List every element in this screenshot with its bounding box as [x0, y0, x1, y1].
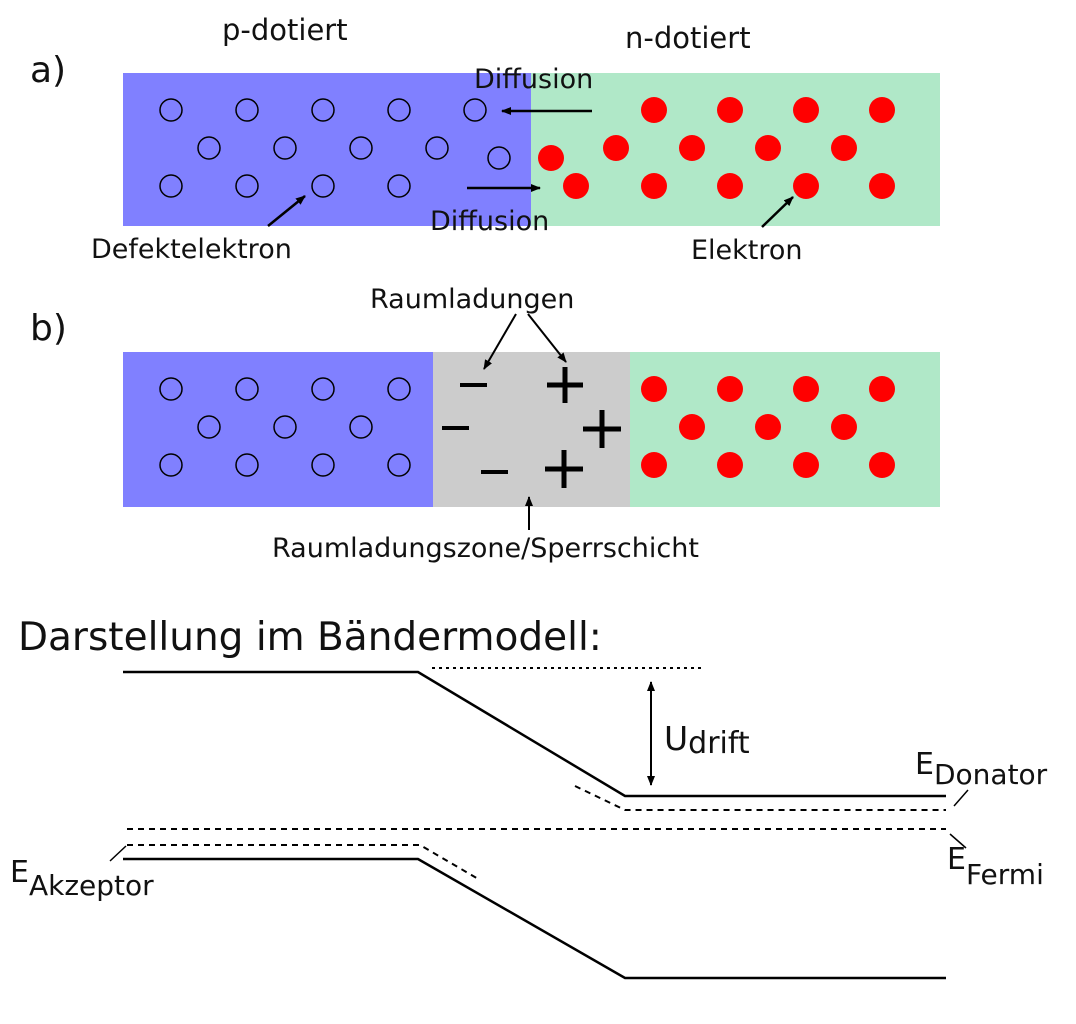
holes-b: [159, 377, 411, 477]
electron: [641, 173, 667, 199]
band-model: Darstellung im Bändermodell: Udrift EDon…: [10, 615, 1048, 980]
hole: [159, 174, 183, 198]
fermi-energy-subscript: Fermi: [966, 858, 1044, 891]
electrons-b: [641, 376, 895, 478]
donor-energy-subscript: Donator: [934, 758, 1048, 791]
panel-a-label: a): [30, 50, 66, 91]
negative-charges: [442, 383, 508, 474]
hole: [311, 98, 335, 122]
electron-label: Elektron: [691, 235, 803, 266]
electron: [563, 173, 589, 199]
drift-voltage-label: Udrift: [664, 719, 750, 761]
hole: [159, 453, 183, 477]
diffusion-top-label: Diffusion: [474, 64, 593, 95]
electron: [641, 97, 667, 123]
drift-voltage-symbol: U: [664, 719, 688, 758]
fermi-energy-symbol: E: [947, 842, 966, 877]
hole: [235, 377, 259, 401]
electron: [717, 376, 743, 402]
electron: [717, 97, 743, 123]
electron: [717, 173, 743, 199]
acceptor-energy-label: EAkzeptor: [10, 855, 154, 902]
p-doped-label: p-dotiert: [222, 13, 348, 47]
n-region-b: [630, 352, 940, 507]
hole: [311, 377, 335, 401]
hole: [273, 415, 297, 439]
hole: [235, 98, 259, 122]
electron-pointer-arrow: [761, 196, 794, 228]
p-region-b: [123, 352, 433, 507]
conduction-band: [123, 670, 946, 798]
hole: [235, 453, 259, 477]
donor-energy-label: EDonator: [915, 747, 1048, 791]
hole: [387, 453, 411, 477]
fermi-leader: [949, 833, 967, 849]
electron: [793, 452, 819, 478]
panel-a: a) p-dotiert n-dotiert: [30, 13, 940, 266]
zone-label: Raumladungszone/Sperrschicht: [272, 533, 699, 564]
hole-label: Defektelektron: [91, 234, 292, 265]
space-charge-arrow-minus: [483, 313, 517, 370]
electron: [679, 135, 705, 161]
donor-level: [574, 785, 946, 811]
drift-voltage-subscript: drift: [688, 726, 750, 761]
donor-leader: [953, 789, 969, 807]
hole: [311, 453, 335, 477]
electron: [831, 135, 857, 161]
space-charge-arrow-plus: [527, 313, 567, 363]
electron: [679, 414, 705, 440]
electrons-a: [538, 97, 895, 199]
hole: [387, 98, 411, 122]
hole: [273, 136, 297, 160]
electron: [538, 145, 564, 171]
electron: [641, 452, 667, 478]
n-doped-label: n-dotiert: [625, 21, 751, 55]
panel-b-label: b): [30, 308, 67, 349]
hole: [349, 136, 373, 160]
electron: [755, 135, 781, 161]
fermi-energy-label: EFermi: [947, 842, 1044, 891]
electron: [869, 97, 895, 123]
positive-charges: [545, 367, 621, 488]
acceptor-level: [127, 844, 481, 881]
hole: [425, 136, 449, 160]
electron: [869, 376, 895, 402]
hole-pointer-arrow: [267, 195, 306, 227]
panel-b: b) Raumladungen: [30, 284, 940, 564]
hole: [311, 174, 335, 198]
holes-a: [159, 98, 511, 198]
acceptor-energy-subscript: Akzeptor: [29, 869, 154, 902]
hole: [487, 146, 511, 170]
hole: [159, 377, 183, 401]
acceptor-energy-symbol: E: [10, 855, 29, 890]
valence-band: [123, 857, 946, 980]
donor-energy-symbol: E: [915, 747, 934, 782]
electron: [717, 452, 743, 478]
hole: [197, 415, 221, 439]
hole: [235, 174, 259, 198]
electron: [603, 135, 629, 161]
electron: [831, 414, 857, 440]
electron: [793, 97, 819, 123]
electron: [869, 173, 895, 199]
n-region: [531, 73, 940, 226]
band-model-title: Darstellung im Bändermodell:: [18, 615, 602, 660]
hole: [197, 136, 221, 160]
hole: [387, 377, 411, 401]
electron: [869, 452, 895, 478]
diffusion-bottom-label: Diffusion: [430, 206, 549, 237]
electron: [793, 173, 819, 199]
space-charges-label: Raumladungen: [370, 284, 574, 315]
hole: [349, 415, 373, 439]
hole: [387, 174, 411, 198]
acceptor-leader: [109, 845, 127, 862]
electron: [641, 376, 667, 402]
electron: [755, 414, 781, 440]
p-region: [123, 73, 531, 226]
hole: [463, 98, 487, 122]
electron: [793, 376, 819, 402]
hole: [159, 98, 183, 122]
